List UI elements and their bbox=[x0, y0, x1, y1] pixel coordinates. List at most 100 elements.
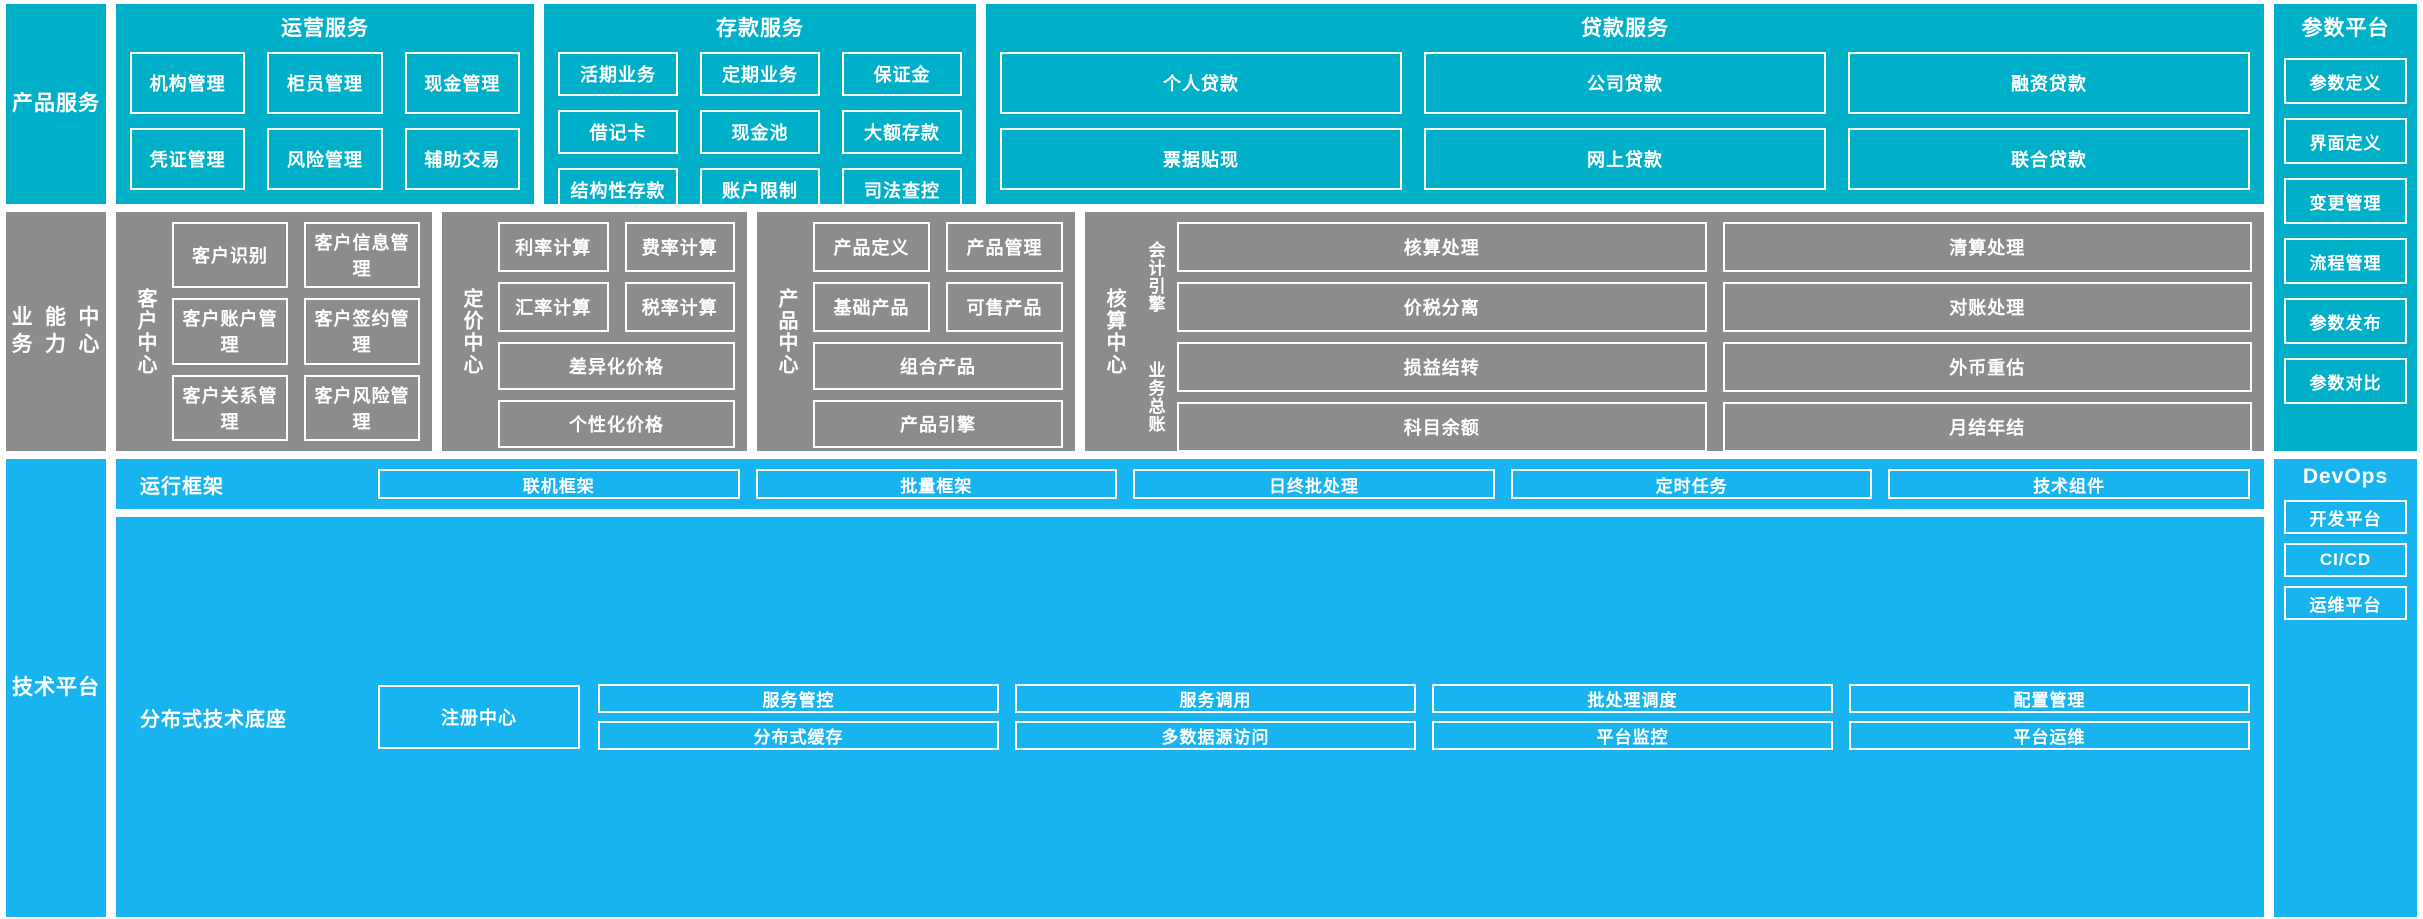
cell-customer-contract-management[interactable]: 客户签约管理 bbox=[304, 298, 420, 365]
cell-cash-management[interactable]: 现金管理 bbox=[404, 52, 520, 114]
cell-batch-scheduling[interactable]: 批处理调度 bbox=[1432, 684, 1833, 713]
cell-accounting-processing[interactable]: 核算处理 bbox=[1177, 222, 1707, 272]
cell-ops-platform[interactable]: 运维平台 bbox=[2284, 586, 2407, 620]
row-label-line-1: 产品 bbox=[12, 91, 56, 115]
cell-voucher-management[interactable]: 凭证管理 bbox=[130, 128, 246, 190]
cell-time-deposit[interactable]: 定期业务 bbox=[700, 52, 820, 96]
cell-customer-account-management[interactable]: 客户账户管理 bbox=[172, 298, 288, 365]
cell-structured-deposit[interactable]: 结构性存款 bbox=[558, 168, 678, 212]
cell-risk-management[interactable]: 风险管理 bbox=[267, 128, 383, 190]
cell-service-governance[interactable]: 服务管控 bbox=[598, 684, 999, 713]
cell-parameter-publish[interactable]: 参数发布 bbox=[2284, 298, 2407, 344]
cell-customer-relation-management[interactable]: 客户关系管理 bbox=[172, 374, 288, 441]
row-label-bc-line-1: 业务 bbox=[11, 306, 34, 356]
cell-eod-batch-processing[interactable]: 日终批处理 bbox=[1133, 469, 1495, 499]
cell-differentiated-price[interactable]: 差异化价格 bbox=[498, 342, 735, 390]
cell-foreign-currency-revaluation[interactable]: 外币重估 bbox=[1722, 342, 2252, 392]
cell-large-deposit[interactable]: 大额存款 bbox=[842, 110, 962, 154]
row-label-bc-line-2: 能力 bbox=[44, 306, 67, 356]
cell-process-management[interactable]: 流程管理 bbox=[2284, 238, 2407, 284]
cell-parameter-definition[interactable]: 参数定义 bbox=[2284, 58, 2407, 104]
row-label-line-2: 服务 bbox=[56, 91, 100, 115]
cell-teller-management[interactable]: 柜员管理 bbox=[267, 52, 383, 114]
row-label-tp-line-1: 技术 bbox=[12, 675, 56, 699]
loan-cell-grid: 个人贷款 公司贷款 融资贷款 票据贴现 网上贷款 联合贷款 bbox=[1000, 52, 2250, 190]
cell-month-year-close[interactable]: 月结年结 bbox=[1722, 402, 2252, 452]
cell-account-restriction[interactable]: 账户限制 bbox=[700, 168, 820, 212]
cell-product-engine[interactable]: 产品引擎 bbox=[813, 400, 1063, 448]
cell-debit-card[interactable]: 借记卡 bbox=[558, 110, 678, 154]
subgroup-accounting-engine: 会计引擎 核算处理 清算处理 价税分离 对账处理 bbox=[1141, 222, 2252, 332]
cell-technical-components[interactable]: 技术组件 bbox=[1888, 469, 2250, 499]
group-operations-service: 运营服务 机构管理 柜员管理 现金管理 凭证管理 风险管理 辅助交易 bbox=[116, 4, 534, 204]
deposit-cell-grid: 活期业务 定期业务 保证金 借记卡 现金池 大额存款 结构性存款 账户限制 司法… bbox=[558, 52, 962, 212]
cell-demand-deposit[interactable]: 活期业务 bbox=[558, 52, 678, 96]
cell-parameter-compare[interactable]: 参数对比 bbox=[2284, 358, 2407, 404]
cell-fee-rate-calc[interactable]: 费率计算 bbox=[624, 222, 735, 272]
product-center-body: 产品定义 产品管理 基础产品 可售产品 组合产品 产品引擎 bbox=[813, 222, 1063, 448]
cell-settlement-processing[interactable]: 清算处理 bbox=[1722, 222, 2252, 272]
cell-development-platform[interactable]: 开发平台 bbox=[2284, 500, 2407, 534]
center-label-customer: 客户中心 bbox=[134, 287, 156, 376]
cell-margin-deposit[interactable]: 保证金 bbox=[842, 52, 962, 96]
row-label-product-service: 产品 服务 bbox=[6, 4, 106, 204]
cell-bill-discount[interactable]: 票据贴现 bbox=[1000, 128, 1402, 190]
group-title-operations: 运营服务 bbox=[281, 17, 369, 40]
cell-ui-definition[interactable]: 界面定义 bbox=[2284, 118, 2407, 164]
parameter-platform-column: 参数平台 参数定义 界面定义 变更管理 流程管理 参数发布 参数对比 bbox=[2274, 4, 2417, 451]
cell-personalized-price[interactable]: 个性化价格 bbox=[498, 400, 735, 448]
cell-profit-loss-carryover[interactable]: 损益结转 bbox=[1177, 342, 1707, 392]
product-cell-grid: 产品定义 产品管理 基础产品 可售产品 bbox=[813, 222, 1063, 332]
cell-product-management[interactable]: 产品管理 bbox=[946, 222, 1063, 272]
cell-financing-loan[interactable]: 融资贷款 bbox=[1848, 52, 2250, 114]
cell-org-management[interactable]: 机构管理 bbox=[130, 52, 246, 114]
cell-auxiliary-transaction[interactable]: 辅助交易 bbox=[404, 128, 520, 190]
customer-cell-grid: 客户识别 客户信息管理 客户账户管理 客户签约管理 客户关系管理 客户风险管理 bbox=[172, 222, 420, 441]
center-label-product: 产品中心 bbox=[775, 287, 797, 376]
cell-scheduled-task[interactable]: 定时任务 bbox=[1510, 469, 1873, 499]
cell-change-management[interactable]: 变更管理 bbox=[2284, 178, 2407, 224]
group-title-deposit: 存款服务 bbox=[716, 17, 804, 40]
cell-online-loan[interactable]: 网上贷款 bbox=[1424, 128, 1826, 190]
row-label-bc-line-3: 中心 bbox=[78, 306, 101, 356]
cell-composite-product[interactable]: 组合产品 bbox=[813, 342, 1063, 390]
registry-center-wrapper: 注册中心 bbox=[378, 685, 580, 749]
center-customer: 客户中心 客户识别 客户信息管理 客户账户管理 客户签约管理 客户关系管理 客户… bbox=[116, 212, 432, 451]
cell-cash-pool[interactable]: 现金池 bbox=[700, 110, 820, 154]
cell-basic-product[interactable]: 基础产品 bbox=[813, 282, 930, 332]
technical-platform-main: 运行框架 联机框架 批量框架 日终批处理 定时任务 技术组件 分布式技术底座 注… bbox=[116, 459, 2264, 917]
cell-registry-center[interactable]: 注册中心 bbox=[378, 685, 580, 749]
cell-personal-loan[interactable]: 个人贷款 bbox=[1000, 52, 1402, 114]
cell-tax-rate-calc[interactable]: 税率计算 bbox=[624, 282, 735, 332]
cell-service-invocation[interactable]: 服务调用 bbox=[1015, 684, 1416, 713]
center-label-accounting: 核算中心 bbox=[1103, 287, 1125, 376]
cell-customer-identification[interactable]: 客户识别 bbox=[172, 222, 288, 289]
cell-platform-operations[interactable]: 平台运维 bbox=[1849, 721, 2250, 750]
cell-interest-rate-calc[interactable]: 利率计算 bbox=[498, 222, 609, 272]
cell-exchange-rate-calc[interactable]: 汇率计算 bbox=[498, 282, 609, 332]
cell-judicial-control[interactable]: 司法查控 bbox=[842, 168, 962, 212]
cell-reconciliation-processing[interactable]: 对账处理 bbox=[1722, 282, 2252, 332]
cell-configuration-management[interactable]: 配置管理 bbox=[1849, 684, 2250, 713]
cell-batch-framework[interactable]: 批量框架 bbox=[755, 469, 1118, 499]
row-label-tp-line-2: 平台 bbox=[56, 675, 100, 699]
cell-sellable-product[interactable]: 可售产品 bbox=[946, 282, 1063, 332]
pricing-center-body: 利率计算 费率计算 汇率计算 税率计算 差异化价格 个性化价格 bbox=[498, 222, 735, 448]
cell-online-framework[interactable]: 联机框架 bbox=[378, 469, 740, 499]
cell-ci-cd[interactable]: CI/CD bbox=[2284, 543, 2407, 577]
cell-multi-datasource-access[interactable]: 多数据源访问 bbox=[1015, 721, 1416, 750]
cell-distributed-cache[interactable]: 分布式缓存 bbox=[598, 721, 999, 750]
cell-subject-balance[interactable]: 科目余额 bbox=[1177, 402, 1707, 452]
customer-center-body: 客户识别 客户信息管理 客户账户管理 客户签约管理 客户关系管理 客户风险管理 bbox=[172, 222, 420, 441]
row-label-business-capability: 业务 能力 中心 bbox=[6, 212, 106, 451]
cell-customer-info-management[interactable]: 客户信息管理 bbox=[304, 222, 420, 289]
devops-column: DevOps 开发平台 CI/CD 运维平台 bbox=[2274, 459, 2417, 917]
cell-customer-risk-management[interactable]: 客户风险管理 bbox=[304, 374, 420, 441]
cell-platform-monitoring[interactable]: 平台监控 bbox=[1432, 721, 1833, 750]
cell-corporate-loan[interactable]: 公司贷款 bbox=[1424, 52, 1826, 114]
cell-price-tax-separation[interactable]: 价税分离 bbox=[1177, 282, 1707, 332]
cell-syndicated-loan[interactable]: 联合贷款 bbox=[1848, 128, 2250, 190]
cell-product-definition[interactable]: 产品定义 bbox=[813, 222, 930, 272]
strip-label-runtime-framework: 运行框架 bbox=[140, 475, 224, 498]
row-label-technical-platform: 技术 平台 bbox=[6, 459, 106, 917]
